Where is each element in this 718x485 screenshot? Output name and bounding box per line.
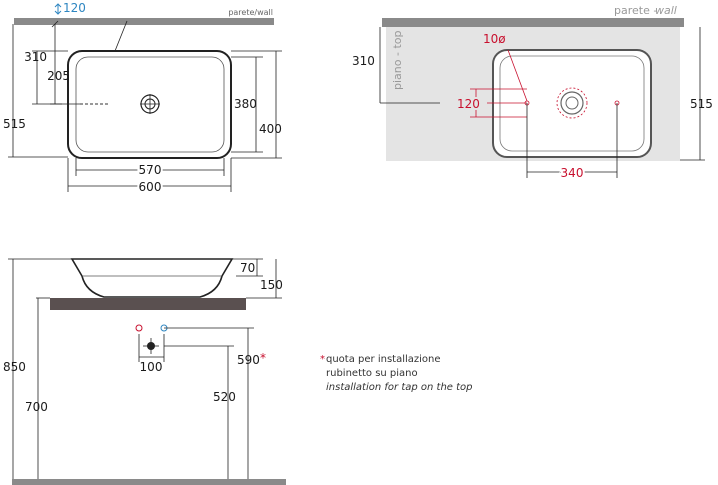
height-label: 120 <box>63 1 86 15</box>
installation-note: * quota per installazione rubinetto su p… <box>320 354 473 393</box>
dim-380: 380 <box>234 97 257 111</box>
dim-100: 100 <box>140 360 163 374</box>
top-view: parete/wall 120 310 205 515 380 <box>3 1 282 196</box>
hole-label: 10ø <box>483 32 506 46</box>
dim-400: 400 <box>259 122 282 136</box>
wall-label-a: parete - <box>614 4 657 17</box>
dim-570: 570 <box>139 163 162 177</box>
basin-outline-right <box>492 49 652 158</box>
wall-bar-right <box>382 18 684 27</box>
drain-icon-right <box>560 91 584 115</box>
hot-tap-icon <box>135 324 143 332</box>
dim-700: 700 <box>25 400 48 414</box>
dim-590-mark: * <box>260 351 266 365</box>
note-line-1: quota per installazione <box>326 354 441 365</box>
dim-205: 205 <box>47 69 70 83</box>
dim-850: 850 <box>3 360 26 374</box>
dim-150: 150 <box>260 278 283 292</box>
top-view-on-counter: parete - wall piano - top 10ø 310 120 51… <box>352 4 713 182</box>
dim-70: 70 <box>240 261 255 275</box>
dim-515: 515 <box>3 117 26 131</box>
height-arrow-icon <box>54 3 62 15</box>
top-label: piano - top <box>391 31 404 90</box>
dim-590: 590 <box>237 353 260 367</box>
wall-bar <box>14 18 274 25</box>
dim-310: 310 <box>24 50 47 64</box>
wall-label: parete/wall <box>228 8 273 17</box>
note-mark: * <box>320 354 325 365</box>
dim-310-right: 310 <box>352 54 375 68</box>
dim-340: 340 <box>561 166 584 180</box>
dim-120-right: 120 <box>457 97 480 111</box>
note-line-2: rubinetto su piano <box>326 368 418 379</box>
side-view: 70 150 850 700 100 520 590 * <box>3 258 286 485</box>
counter-slab <box>50 298 246 310</box>
floor-bar <box>12 479 286 485</box>
dim-600: 600 <box>139 180 162 194</box>
wall-label-b: wall <box>655 4 677 17</box>
dim-515-right: 515 <box>690 97 713 111</box>
basin-profile <box>70 258 234 298</box>
dim-520: 520 <box>213 390 236 404</box>
note-line-3: installation for tap on the top <box>326 382 473 393</box>
